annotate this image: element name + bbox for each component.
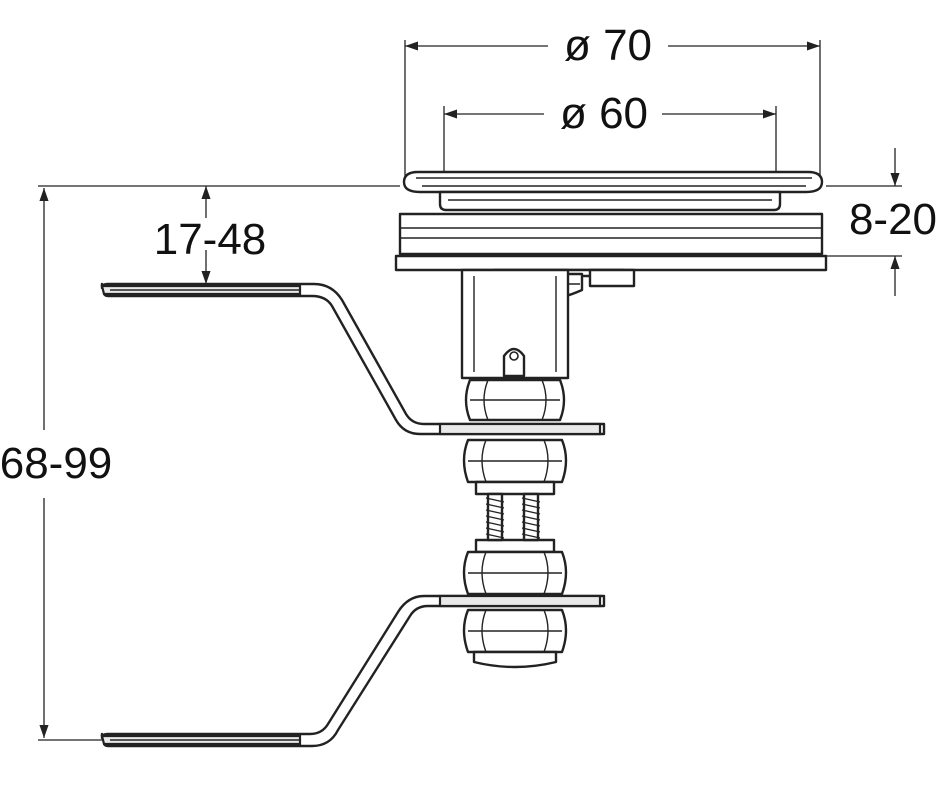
mounting-flange [394,212,828,272]
bracket-offset-label: 17-48 [154,215,267,264]
outer-diameter-label: ø 70 [564,21,652,70]
outer-diameter-dimension: ø 70 [404,21,821,180]
overall-height-label: 68-99 [0,439,112,488]
panel-thickness-dimension: 8-20 [826,148,937,296]
panel-thickness-label: 8-20 [849,195,937,244]
cam-pin [502,347,526,378]
inner-diameter-label: ø 60 [560,89,648,138]
latch-head [402,170,824,212]
lower-bracket [100,594,606,748]
overall-height-dimension: 68-99 [0,188,112,741]
hex-nut-1 [464,378,566,422]
latch-body [460,268,636,380]
threaded-rod-right [521,492,541,542]
hex-nut-2 [462,438,568,496]
hex-nut-4 [462,608,568,669]
upper-bracket [100,282,606,436]
inner-diameter-dimension: ø 60 [443,89,777,190]
hex-nut-3 [462,538,568,596]
threaded-rod-left [485,492,505,542]
bracket-offset-dimension: 17-48 [38,185,400,284]
